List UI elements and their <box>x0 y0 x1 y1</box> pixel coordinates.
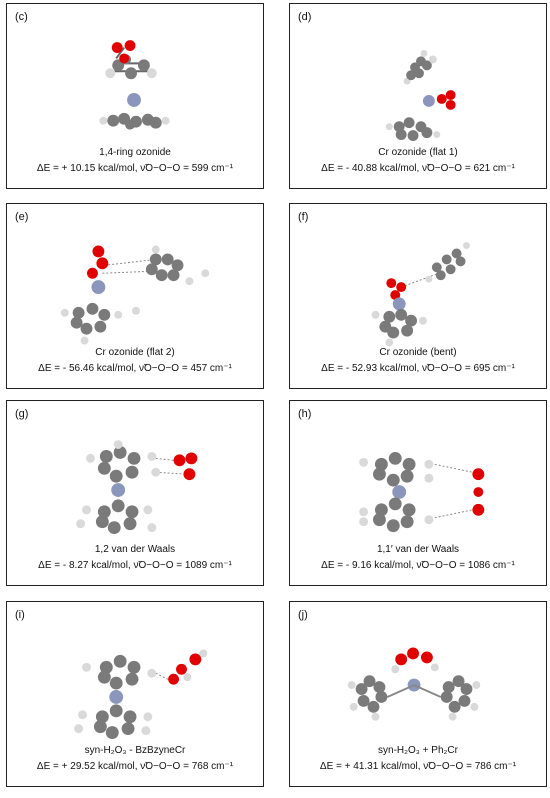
molecule-11-van-der-waals <box>359 451 485 533</box>
panel-g: (g) 1,2 van der Waals ΔE = - 8.27 kcal/m… <box>6 400 264 586</box>
panel-d: (d) Cr ozonide (flat 1) ΔE = - 40.88 kca… <box>289 3 547 189</box>
structure-name: syn-H₂O₃ + Ph₂Cr <box>378 745 458 756</box>
energy-line: ΔE = - 8.27 kcal/mol, ν̃O−O−O = 1089 cm⁻… <box>38 560 232 571</box>
structure-name: syn-H₂O₃ - BzBzyneCr <box>84 745 186 756</box>
panel-letter: (g) <box>15 408 29 420</box>
structure-name: 1,1′ van der Waals <box>376 544 460 555</box>
molecule-syn-h2o3-ph2cr <box>347 647 481 721</box>
molecule-ring-ozonide <box>99 40 170 130</box>
panel-letter: (i) <box>15 609 25 621</box>
structure-name: 1,4-ring ozonide <box>99 147 171 158</box>
structure-name: 1,2 van der Waals <box>94 544 176 555</box>
molecule-cr-ozonide-flat2 <box>60 245 210 345</box>
panel-c: (c) 1,4-ring ozonide ΔE = + 10.15 kcal/m… <box>6 3 264 189</box>
molecule-cr-ozonide-bent <box>371 242 470 347</box>
panel-h: (h) 1,1′ van der Waals ΔE = - 9.16 kcal/… <box>289 400 547 586</box>
energy-line: ΔE = - 56.46 kcal/mol, ν̃O−O−O = 457 cm⁻… <box>38 363 232 374</box>
molecule-12-van-der-waals <box>76 440 198 535</box>
panel-letter: (c) <box>15 11 28 23</box>
panel-i: (i) syn-H₂O₃ - BzBzyneCr ΔE = + 29.52 kc… <box>6 601 264 787</box>
energy-line: ΔE = + 10.15 kcal/mol, ν̃O−O−O = 599 cm⁻… <box>36 163 234 174</box>
structure-name: Cr ozonide (flat 1) <box>378 147 458 158</box>
energy-line: ΔE = - 9.16 kcal/mol, ν̃O−O−O = 1086 cm⁻… <box>321 560 515 571</box>
molecule-syn-h2o3-bzbzynecr <box>74 649 208 740</box>
energy-line: ΔE = + 29.52 kcal/mol, ν̃O−O−O = 768 cm⁻… <box>36 761 234 772</box>
molecule-cr-ozonide-flat1 <box>385 50 456 142</box>
panel-letter: (e) <box>15 211 29 223</box>
panel-e: (e) Cr ozonide (flat 2) ΔE = - 56.46 kca… <box>6 203 264 389</box>
panel-j: (j) syn-H₂O₃ + Ph₂Cr ΔE = + 41.31 kcal/m… <box>289 601 547 787</box>
panel-letter: (h) <box>298 408 312 420</box>
panel-f: (f) Cr ozonide (bent) ΔE = - 52.93 kcal/… <box>289 203 547 389</box>
structure-name: Cr ozonide (bent) <box>379 347 457 358</box>
panel-letter: (j) <box>298 609 308 621</box>
energy-line: ΔE = + 41.31 kcal/mol, ν̃O−O−O = 786 cm⁻… <box>319 761 517 772</box>
panel-letter: (d) <box>298 11 312 23</box>
energy-line: ΔE = - 52.93 kcal/mol, ν̃O−O−O = 695 cm⁻… <box>321 363 515 374</box>
panel-letter: (f) <box>298 211 309 223</box>
structure-name: Cr ozonide (flat 2) <box>95 347 175 358</box>
energy-line: ΔE = - 40.88 kcal/mol, ν̃O−O−O = 621 cm⁻… <box>321 163 515 174</box>
